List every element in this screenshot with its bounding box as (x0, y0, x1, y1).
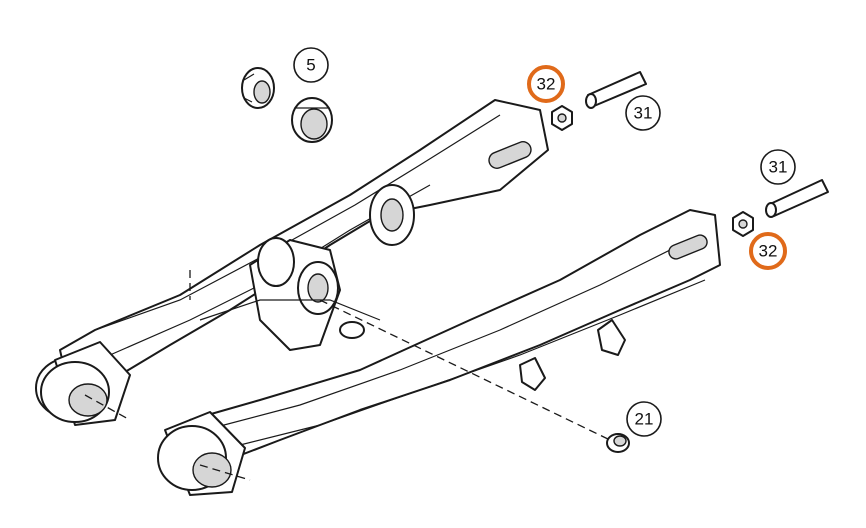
callout-32-top: 32 (527, 65, 565, 103)
axis-line-left-tube (84, 394, 131, 421)
axis-line-plug (319, 299, 611, 441)
axle-bolt-top-part (585, 71, 647, 109)
cap-part (291, 97, 333, 143)
callout-21: 21 (626, 401, 662, 437)
callout-5: 5 (293, 47, 329, 83)
swingarm-crossmember (199, 237, 381, 351)
callout-31-right: 31 (760, 149, 796, 185)
callout-31-top: 31 (625, 95, 661, 131)
nut-top-part (551, 105, 573, 131)
pivot-tube-left (35, 341, 131, 426)
callout-5-label: 5 (306, 56, 315, 75)
callout-31-top-label: 31 (634, 104, 653, 123)
pivot-tube-right (157, 411, 246, 496)
swingarm-right-arm (174, 209, 721, 466)
axis-line-right-tube (199, 464, 251, 481)
callout-32-right-label: 32 (759, 242, 778, 261)
nut-right-part (732, 211, 754, 237)
plug-part (606, 433, 630, 453)
callout-32-right: 32 (749, 232, 787, 270)
bearing-bush-part (241, 67, 275, 109)
callout-31-right-label: 31 (769, 158, 788, 177)
callout-32-top-label: 32 (537, 75, 556, 94)
axle-bolt-right-part (765, 179, 829, 218)
callout-21-label: 21 (635, 410, 654, 429)
